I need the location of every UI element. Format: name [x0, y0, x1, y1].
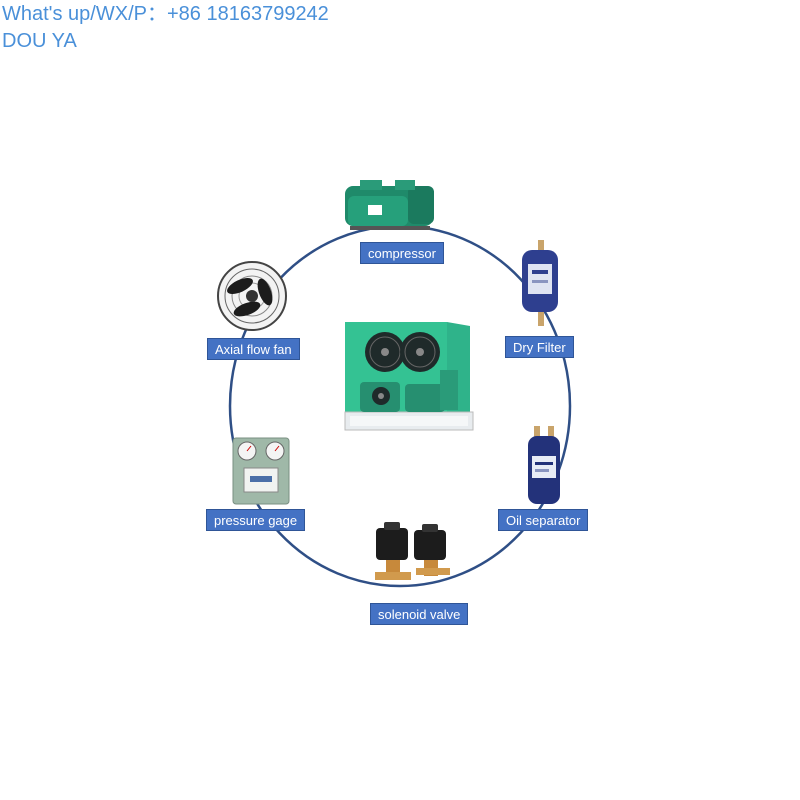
label-compressor: compressor: [360, 242, 444, 264]
solenoid-valve-icon: [375, 522, 450, 580]
contact-line: What's up/WX/P：+86 18163799242: [2, 3, 329, 25]
axial-fan-icon: [217, 261, 287, 331]
company-name: DOU YA: [2, 30, 77, 52]
label-dry-filter: Dry Filter: [505, 336, 574, 358]
label-pressure-gage: pressure gage: [206, 509, 306, 531]
label-solenoid-valve: solenoid valve: [370, 603, 469, 625]
compressor-icon: [345, 180, 434, 230]
oil-separator-icon: [528, 426, 560, 504]
pressure-gage-icon: [232, 437, 290, 505]
label-oil-separator: Oil separator: [498, 509, 589, 531]
condensing-unit-icon: [344, 322, 474, 431]
dry-filter-icon: [522, 240, 558, 326]
label-axial-flow-fan: Axial flow fan: [207, 338, 300, 360]
